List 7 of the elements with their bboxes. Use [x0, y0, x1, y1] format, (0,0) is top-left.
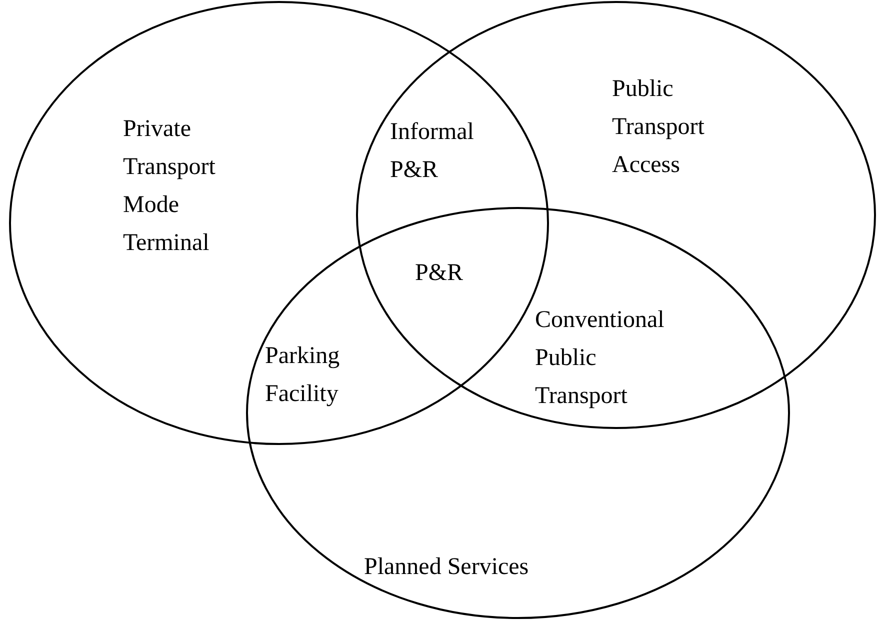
intersection-label: Informal P&R — [390, 118, 475, 185]
set-label: Planned Services — [364, 553, 530, 582]
intersection-label: Parking Facility — [265, 342, 341, 409]
intersection-label: P&R — [415, 259, 464, 288]
set-label: Public Transport Access — [612, 75, 706, 180]
intersection-label: Conventional Public Transport — [535, 306, 666, 411]
set-label: Private Transport Mode Terminal — [123, 115, 216, 258]
